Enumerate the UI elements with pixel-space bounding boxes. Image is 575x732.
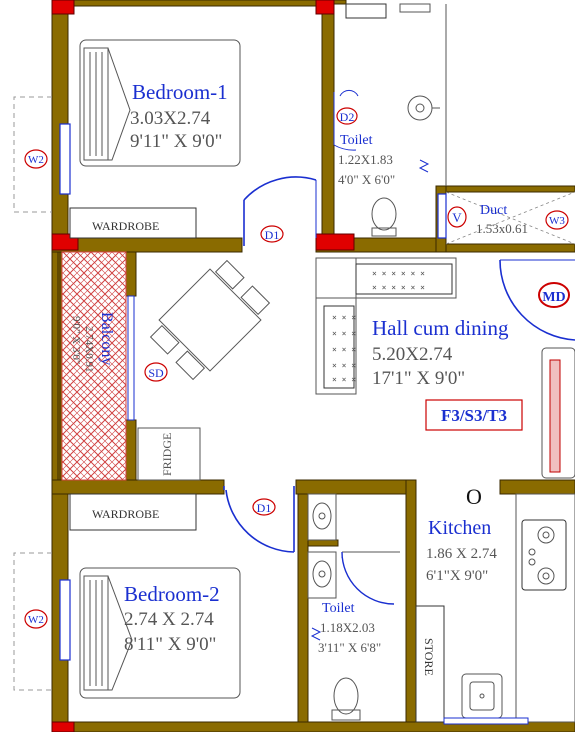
- duct: [445, 191, 575, 245]
- toilet1-fixtures: [333, 3, 447, 237]
- bedroom1-imperial: 9'11" X 9'0": [130, 131, 222, 152]
- hall-labels: Hall cum dining 5.20X2.74 17'1" X 9'0" F…: [160, 316, 509, 476]
- toilet2-fixtures: [307, 493, 400, 721]
- wardrobe-top-label: WARDROBE: [92, 219, 159, 233]
- tag-sd: SD: [148, 366, 164, 380]
- duct-metric: 1.53x0.61: [476, 221, 528, 236]
- fridge-label: FRIDGE: [160, 433, 174, 476]
- unit-code-box: F3/S3/T3: [425, 399, 523, 431]
- tag-d2: D2: [340, 110, 355, 124]
- tags: [24, 107, 570, 629]
- tag-md: MD: [542, 290, 565, 305]
- door-d1-bottom: [223, 486, 295, 553]
- toilet1-metric: 1.22X1.83: [338, 152, 393, 167]
- svg-text:× × ×: × × ×: [332, 313, 356, 322]
- svg-text:× × ×: × × ×: [332, 345, 356, 354]
- tag-w2-bottom: W2: [28, 614, 44, 626]
- kitchen-metric: 1.86 X 2.74: [426, 546, 497, 562]
- balcony: [57, 251, 135, 481]
- balcony-metric: 2.74X0.91: [83, 326, 95, 372]
- svg-text:× × ×: × × ×: [332, 375, 356, 384]
- svg-text:× × ×: × × ×: [332, 361, 356, 370]
- bedroom2-imperial: 8'11" X 9'0": [124, 634, 216, 655]
- window-frames: [59, 123, 447, 661]
- kitchen-o-mark: O: [466, 484, 482, 509]
- door-d1-top: [243, 176, 317, 246]
- kitchen-labels: O Kitchen 1.86 X 2.74 6'1"X 9'0" STORE: [422, 484, 497, 676]
- bedroom1-name: Bedroom-1: [132, 80, 228, 104]
- kitchen-imperial: 6'1"X 9'0": [426, 568, 488, 584]
- bedroom2-labels: WARDROBE Bedroom-2 2.74 X 2.74 8'11" X 9…: [92, 507, 220, 655]
- duct-name: Duct: [480, 203, 507, 218]
- toilet1-name: Toilet: [340, 133, 373, 148]
- columns: [51, 0, 355, 732]
- hall-cushion-marks: × × × × × × × × × × × × × × × × × × × × …: [332, 269, 425, 384]
- toilet1-labels: Toilet 1.22X1.83 4'0" X 6'0": [338, 133, 395, 187]
- hall-imperial: 17'1" X 9'0": [372, 368, 465, 389]
- toilet2-imperial: 3'11" X 6'8": [318, 640, 381, 655]
- wardrobe-bottom-label: WARDROBE: [92, 507, 159, 521]
- hall-metric: 5.20X2.74: [372, 344, 453, 365]
- bedroom2-metric: 2.74 X 2.74: [124, 609, 214, 630]
- balcony-name: Balcony: [98, 312, 115, 365]
- hall-name: Hall cum dining: [372, 316, 509, 340]
- bedroom2-name: Bedroom-2: [124, 582, 220, 606]
- bedroom1-metric: 3.03X2.74: [130, 108, 211, 129]
- tag-d1-top: D1: [265, 228, 280, 242]
- kitchen-fixtures: [415, 493, 575, 725]
- toilet2-name: Toilet: [322, 601, 355, 616]
- balcony-labels: Balcony 2.74X0.91 9'0" X 3'0": [70, 312, 115, 372]
- store-label: STORE: [422, 638, 436, 676]
- tag-labels: D1 D1 D2 W2 W2 W3 V SD MD: [28, 110, 566, 626]
- bedroom1-furniture: [69, 39, 241, 239]
- hall-furniture: [137, 257, 575, 481]
- svg-text:× × × × × ×: × × × × × ×: [372, 269, 425, 278]
- tag-w3: W3: [549, 215, 565, 227]
- svg-text:× × × × × ×: × × × × × ×: [372, 283, 425, 292]
- balcony-imperial: 9'0" X 3'0": [70, 316, 82, 364]
- duct-labels: Duct 1.53x0.61: [476, 203, 528, 236]
- tag-w2-top: W2: [28, 154, 44, 166]
- tag-v: V: [452, 210, 462, 225]
- svg-text:× × ×: × × ×: [332, 329, 356, 338]
- main-door: [499, 259, 575, 341]
- toilet1-imperial: 4'0" X 6'0": [338, 172, 395, 187]
- toilet2-labels: Toilet 1.18X2.03 3'11" X 6'8": [318, 601, 381, 655]
- unit-code: F3/S3/T3: [441, 406, 507, 425]
- kitchen-name: Kitchen: [428, 517, 491, 539]
- bedroom2-furniture: [69, 493, 241, 699]
- tag-d1-bottom: D1: [257, 501, 272, 515]
- bedroom1-labels: Bedroom-1 3.03X2.74 9'11" X 9'0" WARDROB…: [92, 80, 228, 233]
- toilet2-metric: 1.18X2.03: [320, 620, 375, 635]
- windows: [13, 96, 52, 691]
